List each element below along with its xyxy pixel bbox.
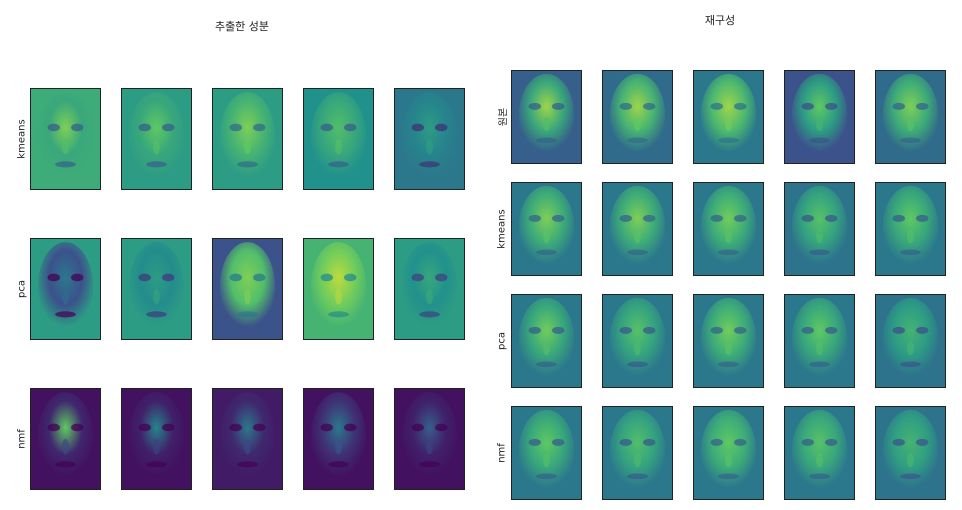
components-cell-r1-c2 (212, 238, 283, 340)
reconstruction-cell-r0-c4 (875, 70, 946, 164)
reconstruction-cell-r0-c3 (784, 70, 855, 164)
reconstruction-cell-r3-c0 (511, 406, 582, 500)
components-cell-r1-c0 (30, 238, 101, 340)
components-cell-r1-c4 (394, 238, 465, 340)
reconstruction-row-label-2: pca (496, 332, 508, 350)
reconstruction-cell-r0-c1 (602, 70, 673, 164)
reconstruction-cell-r1-c4 (875, 182, 946, 276)
reconstruction-cell-r0-c2 (693, 70, 764, 164)
reconstruction-cell-r1-c3 (784, 182, 855, 276)
components-cell-r1-c1 (121, 238, 192, 340)
right-panel-title: 재구성 (704, 14, 736, 27)
reconstruction-cell-r3-c1 (602, 406, 673, 500)
components-cell-r1-c3 (303, 238, 374, 340)
reconstruction-cell-r1-c1 (602, 182, 673, 276)
components-cell-r0-c4 (394, 88, 465, 190)
components-cell-r2-c1 (121, 388, 192, 490)
reconstruction-row-label-3: nmf (496, 443, 508, 463)
components-cell-r2-c4 (394, 388, 465, 490)
reconstruction-row-label-1: kmeans (496, 209, 508, 249)
components-cell-r0-c3 (303, 88, 374, 190)
components-cell-r2-c3 (303, 388, 374, 490)
reconstruction-cell-r0-c0 (511, 70, 582, 164)
components-cell-r2-c2 (212, 388, 283, 490)
reconstruction-cell-r2-c2 (693, 294, 764, 388)
components-cell-r0-c2 (212, 88, 283, 190)
reconstruction-row-label-0: 원본 (498, 107, 510, 127)
reconstruction-cell-r1-c0 (511, 182, 582, 276)
reconstruction-cell-r3-c3 (784, 406, 855, 500)
components-cell-r0-c0 (30, 88, 101, 190)
reconstruction-cell-r3-c4 (875, 406, 946, 500)
left-panel-title: 추출한 성분 (214, 20, 270, 33)
reconstruction-cell-r2-c3 (784, 294, 855, 388)
reconstruction-cell-r3-c2 (693, 406, 764, 500)
reconstruction-cell-r1-c2 (693, 182, 764, 276)
components-cell-r2-c0 (30, 388, 101, 490)
reconstruction-cell-r2-c1 (602, 294, 673, 388)
reconstruction-cell-r2-c0 (511, 294, 582, 388)
components-cell-r0-c1 (121, 88, 192, 190)
reconstruction-cell-r2-c4 (875, 294, 946, 388)
